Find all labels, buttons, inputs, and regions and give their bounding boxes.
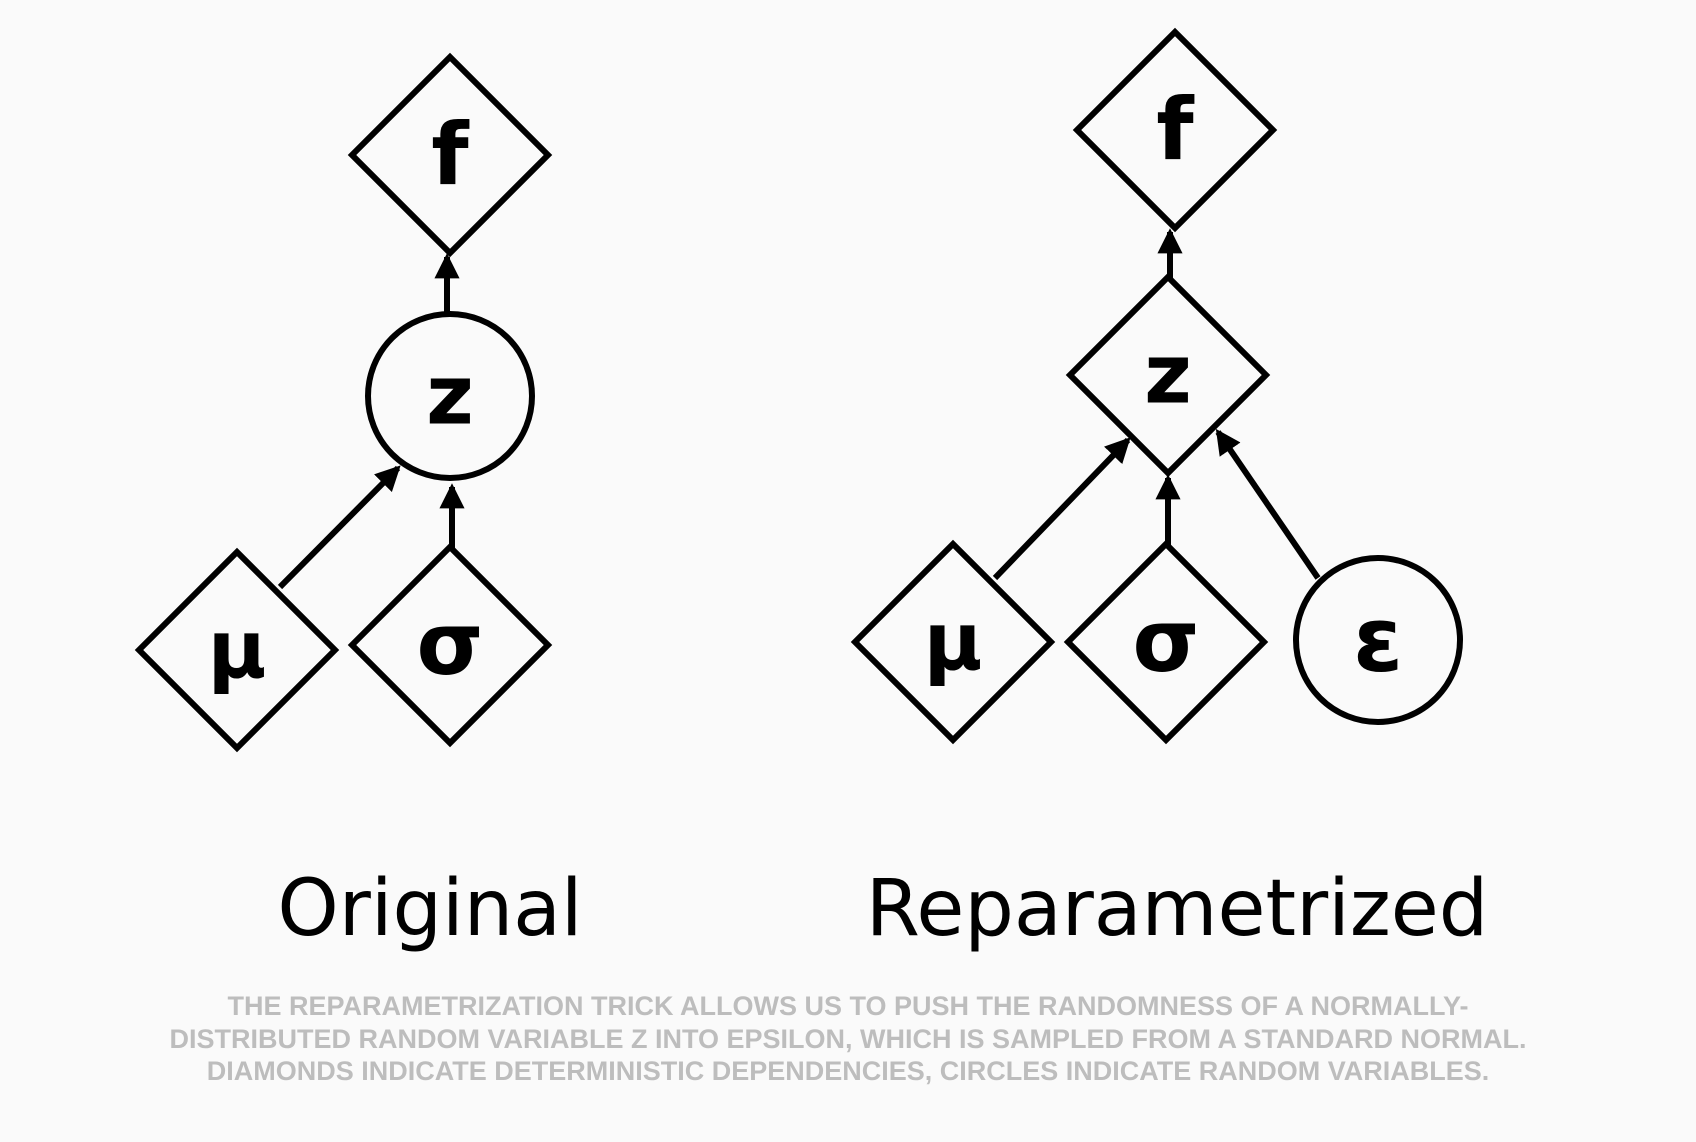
- node-sigma-label: σ: [1133, 592, 1200, 692]
- node-z-circle: [365, 311, 535, 481]
- arrow-mu-to-z: [277, 465, 401, 590]
- node-mu-diamond: [850, 539, 1056, 745]
- node-sigma-diamond: [347, 542, 553, 748]
- node-z-diamond: [1065, 272, 1271, 478]
- node-f-diamond: [1072, 27, 1278, 233]
- node-epsilon-label: ε: [1353, 588, 1403, 693]
- node-mu-diamond: [134, 547, 340, 753]
- node-sigma-label: σ: [417, 595, 484, 695]
- diagram-title: Reparametrized: [866, 864, 1489, 954]
- node-epsilon-circle: [1293, 555, 1463, 725]
- arrow-mu-to-z: [992, 437, 1131, 581]
- node-f-diamond: [347, 52, 553, 258]
- node-mu-label: μ: [208, 604, 267, 697]
- node-z-label: z: [1144, 328, 1192, 423]
- figure-caption: THE REPARAMETRIZATION TRICK ALLOWS US TO…: [169, 991, 1527, 1086]
- node-f-label: f: [431, 105, 470, 205]
- arrow-epsilon-to-z: [1215, 428, 1321, 580]
- node-f-label: f: [1156, 80, 1195, 180]
- node-sigma-diamond: [1063, 539, 1269, 745]
- node-z-label: z: [426, 349, 474, 444]
- diagram-title: Original: [277, 864, 582, 954]
- node-mu-label: μ: [924, 596, 983, 689]
